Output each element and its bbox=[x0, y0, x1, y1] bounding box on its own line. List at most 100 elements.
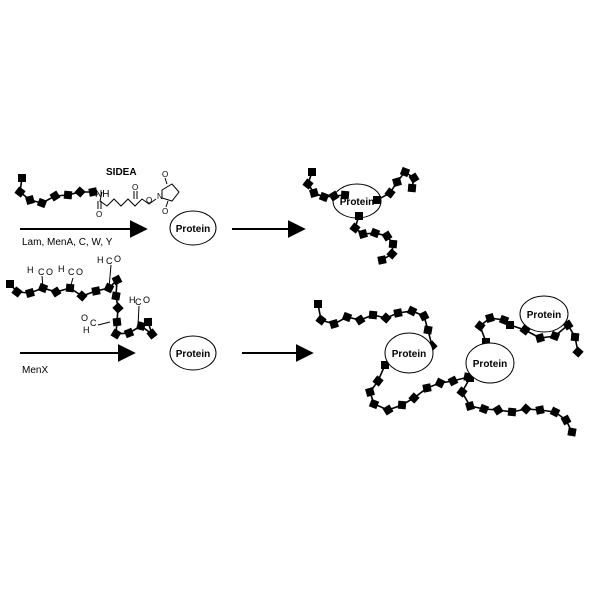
lattice-chain-4 bbox=[506, 319, 584, 358]
sugar-unit bbox=[18, 174, 26, 182]
sugar-unit bbox=[407, 183, 417, 193]
aldehyde-o-1: O bbox=[46, 267, 53, 277]
aldehyde-c-4: C bbox=[135, 297, 142, 307]
bottom-protein-label: Protein bbox=[176, 349, 210, 360]
sugar-unit bbox=[392, 177, 402, 187]
sugar-unit bbox=[372, 375, 384, 387]
sugar-unit bbox=[340, 190, 350, 200]
ester-o-label: O bbox=[146, 196, 152, 205]
top-product-chain-2 bbox=[373, 166, 420, 204]
sugar-unit bbox=[76, 290, 88, 302]
lattice-protein-label-1: Protein bbox=[392, 349, 426, 360]
sugar-unit bbox=[368, 398, 380, 410]
sugar-unit bbox=[308, 168, 316, 176]
sugar-unit bbox=[388, 239, 398, 249]
aldehyde-h-5: H bbox=[83, 325, 90, 335]
glycosidic-link bbox=[479, 317, 505, 343]
sugar-unit bbox=[434, 377, 446, 389]
lattice-protein-ellipse-3 bbox=[519, 295, 569, 333]
sugar-unit bbox=[380, 312, 392, 324]
n-label: N bbox=[157, 192, 163, 201]
sugar-unit bbox=[111, 274, 123, 286]
sugar-unit bbox=[399, 166, 411, 178]
sugar-unit bbox=[406, 305, 418, 317]
lattice-chain-3 bbox=[474, 313, 510, 346]
sugar-unit bbox=[535, 405, 545, 415]
sugar-unit bbox=[572, 346, 584, 358]
sugar-unit bbox=[63, 190, 73, 200]
sugar-unit bbox=[478, 403, 490, 415]
sugar-unit bbox=[382, 404, 394, 416]
sugar-unit bbox=[123, 327, 135, 339]
top-protein-ellipse bbox=[169, 210, 217, 246]
aldehyde-h-3: H bbox=[97, 255, 104, 265]
sugar-unit bbox=[520, 403, 532, 415]
top-protein-label: Protein bbox=[176, 224, 210, 235]
sidea-label: SIDEA bbox=[106, 167, 137, 178]
sugar-unit bbox=[381, 230, 393, 242]
sugar-unit bbox=[377, 255, 387, 265]
sugar-unit bbox=[365, 387, 375, 397]
sugar-unit bbox=[549, 406, 561, 418]
sugar-unit bbox=[570, 332, 580, 342]
lattice-chain-5 bbox=[456, 374, 577, 437]
sugar-unit bbox=[318, 191, 330, 203]
sugar-unit bbox=[549, 330, 561, 342]
sugar-unit bbox=[507, 407, 517, 417]
aldehyde-o-5: O bbox=[81, 313, 88, 323]
glycosidic-link bbox=[9, 277, 154, 337]
bottom-arrow-caption: MenX bbox=[22, 365, 48, 376]
aldehyde-c-3: C bbox=[106, 256, 113, 266]
sugar-unit bbox=[567, 427, 577, 437]
sugar-unit bbox=[112, 317, 122, 327]
ring-o-bottom: O bbox=[162, 207, 168, 216]
sugar-unit bbox=[110, 328, 122, 340]
top-product-chain-1 bbox=[302, 168, 350, 203]
aldehyde-h-1: H bbox=[27, 265, 34, 275]
top-product-chain-3 bbox=[349, 212, 398, 265]
sugar-unit bbox=[341, 311, 353, 323]
aldehyde-o-3: O bbox=[114, 254, 121, 264]
bottom-polysaccharide-chain bbox=[6, 274, 158, 340]
sugar-unit bbox=[422, 383, 432, 393]
sugar-unit bbox=[88, 187, 98, 197]
sugar-unit bbox=[349, 222, 361, 234]
sidea-linker-structure bbox=[97, 177, 180, 209]
aldehyde-h-2: H bbox=[58, 264, 65, 274]
sugar-unit bbox=[25, 195, 35, 205]
sugar-unit bbox=[355, 212, 363, 220]
sugar-unit bbox=[423, 325, 433, 335]
sugar-unit bbox=[6, 280, 14, 288]
sugar-unit bbox=[386, 248, 398, 260]
glycosidic-link bbox=[461, 377, 573, 433]
sugar-unit bbox=[314, 300, 322, 308]
aldehyde-c-5: C bbox=[90, 318, 97, 328]
sugar-unit bbox=[408, 392, 420, 404]
sugar-unit bbox=[506, 321, 514, 329]
sugar-unit bbox=[397, 400, 407, 410]
aldehyde-o-4: O bbox=[143, 295, 150, 305]
sugar-unit bbox=[143, 317, 153, 327]
ring-o-top: O bbox=[162, 170, 168, 179]
lattice-protein-label-2: Protein bbox=[473, 359, 507, 370]
sugar-unit bbox=[447, 375, 459, 387]
lattice-protein-label-3: Protein bbox=[527, 310, 561, 321]
nh-label: NH bbox=[95, 189, 109, 200]
sugar-unit bbox=[369, 227, 381, 239]
sugar-unit bbox=[535, 333, 545, 343]
sugar-unit bbox=[373, 196, 381, 204]
sugar-unit bbox=[302, 178, 314, 190]
carbonyl-o-left: O bbox=[96, 210, 102, 219]
sugar-unit bbox=[358, 229, 368, 239]
sugar-unit bbox=[354, 314, 366, 326]
sugar-unit bbox=[74, 186, 86, 198]
sugar-unit bbox=[466, 374, 474, 382]
lattice-protein-ellipse-1 bbox=[384, 332, 434, 374]
aldehyde-groups bbox=[41, 264, 140, 327]
sugar-unit bbox=[456, 386, 468, 398]
top-oligosaccharide-chain bbox=[14, 174, 98, 209]
sugar-unit bbox=[49, 190, 61, 202]
aldehyde-c-1: C bbox=[38, 267, 45, 277]
sugar-unit bbox=[381, 361, 389, 369]
